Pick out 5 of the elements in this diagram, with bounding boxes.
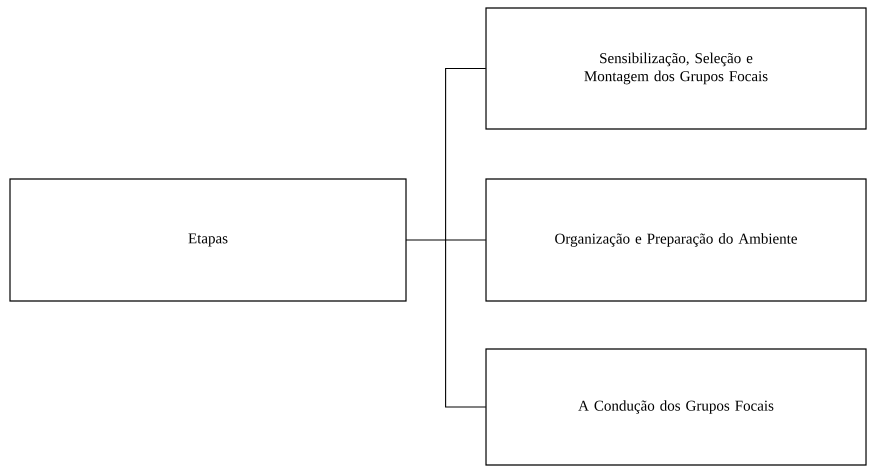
step-box: Organização e Preparação do Ambiente [485, 178, 867, 302]
step-box: Sensibilização, Seleção e Montagem dos Grupos Focais [485, 7, 867, 130]
step-box: A Condução dos Grupos Focais [485, 348, 867, 466]
stage-box: Etapas [9, 178, 407, 302]
connector [406, 239, 486, 408]
